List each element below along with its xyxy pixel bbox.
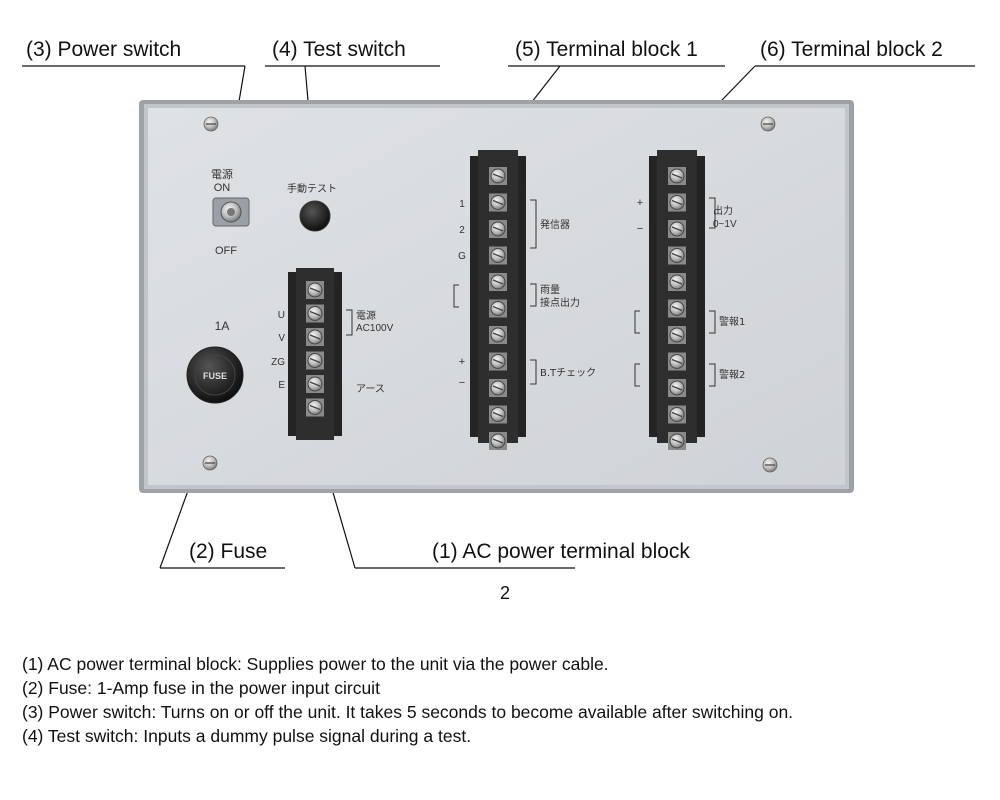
callout-test-switch: (4) Test switch: [272, 38, 406, 61]
tb2-minus-label: −: [637, 223, 643, 235]
tb2-screw-slot: [671, 252, 683, 259]
tb1-screw-slot: [492, 332, 504, 338]
tb1-screw-slot: [492, 411, 504, 418]
tb1-bt-check-label: B.Tチェック: [540, 367, 596, 379]
tb1-label-plus: +: [459, 356, 465, 368]
tb2-output-range: 0~1V: [713, 219, 737, 230]
tb2-screw-slot: [671, 226, 683, 232]
ac-terminal-e: E: [278, 380, 285, 391]
description-test-switch: (4) Test switch: Inputs a dummy pulse si…: [22, 726, 472, 746]
description-list: (1) AC power terminal block: Supplies po…: [22, 652, 992, 748]
ac-terminal-zg: ZG: [271, 357, 285, 368]
ac-terminal-v: V: [278, 333, 285, 344]
description-power-switch: (3) Power switch: Turns on or off the un…: [22, 702, 794, 722]
tb2-screw-slot: [671, 332, 683, 338]
description-ac-power: (1) AC power terminal block: Supplies po…: [22, 654, 609, 674]
tb2-screw-slot: [671, 385, 683, 391]
tb1-screw-slot: [492, 358, 504, 365]
callout-fuse: (2) Fuse: [189, 540, 268, 563]
panel-screw-icon: [202, 116, 778, 473]
callout-terminal-block-2: (6) Terminal block 2: [760, 38, 943, 61]
tb2-screw-slot: [671, 438, 683, 444]
tb1-screw-slot: [492, 226, 504, 232]
ac-power-terminal-block: [288, 268, 342, 440]
ac-screw-slot: [309, 357, 321, 364]
ac-screw-slot: [309, 334, 321, 340]
tb1-screw-slot: [492, 199, 504, 206]
ac-earth-label-jp: アース: [356, 384, 385, 395]
power-switch-icon: [212, 197, 250, 227]
tb1-screw-slot: [492, 279, 504, 285]
fuse-rating-label: 1A: [215, 319, 230, 333]
tb2-screw-slot: [671, 279, 683, 285]
ac-voltage-label: AC100V: [356, 323, 394, 334]
tb1-screw-slot: [492, 385, 504, 391]
tb1-screw-slot: [492, 173, 504, 179]
callout-terminal-block-1: (5) Terminal block 1: [515, 38, 698, 61]
terminal-block-2: [649, 150, 705, 450]
tb2-output-label-jp: 出力: [713, 204, 733, 217]
test-button-icon: [299, 200, 331, 232]
tb1-label-minus: −: [459, 377, 465, 389]
ac-power-label-jp: 電源: [356, 309, 376, 322]
terminal-block-1: [470, 150, 526, 450]
tb1-label-2: 2: [459, 225, 465, 236]
ac-terminal-u: U: [278, 310, 285, 321]
callout-power-switch: (3) Power switch: [26, 38, 182, 61]
power-on-label: ON: [214, 182, 231, 194]
tb1-screw-slot: [492, 252, 504, 259]
description-fuse: (2) Fuse: 1-Amp fuse in the power input …: [22, 678, 380, 698]
page-number: 2: [500, 583, 511, 603]
tb2-screw-slot: [671, 199, 683, 206]
test-label-jp: 手動テスト: [287, 182, 337, 195]
tb2-screw-slot: [671, 358, 683, 365]
tb2-screw-slot: [671, 173, 683, 179]
tb1-rain-label-jp: 雨量: [540, 284, 560, 296]
tb2-screw-slot: [671, 305, 683, 312]
ac-screw-slot: [309, 404, 321, 411]
tb1-label-1: 1: [459, 199, 465, 210]
tb1-label-g: G: [458, 251, 466, 262]
ac-screw-slot: [309, 287, 321, 293]
power-label-jp: 電源: [211, 167, 233, 181]
tb1-oscillator-label-jp: 発信器: [540, 218, 570, 231]
fuse-cap-text: FUSE: [203, 371, 227, 381]
tb2-alarm1-label-jp: 警報1: [719, 315, 745, 328]
ac-screw-slot: [309, 310, 321, 317]
tb1-screw-slot: [492, 438, 504, 444]
ac-screw-slot: [309, 381, 321, 387]
tb2-screw-slot: [671, 411, 683, 418]
tb2-plus-label: +: [637, 197, 643, 209]
fuse-holder-icon: FUSE: [186, 346, 244, 404]
tb2-alarm2-label-jp: 警報2: [719, 368, 745, 381]
tb1-contact-output-label-jp: 接点出力: [540, 296, 580, 309]
callout-ac-power-terminal-block: (1) AC power terminal block: [432, 540, 690, 563]
device-panel-figure: 電源 ON OFF 手動テスト 1A FUSE U V ZG E 電源 AC10…: [22, 65, 975, 569]
tb1-screw-slot: [492, 305, 504, 312]
power-off-label: OFF: [215, 245, 237, 257]
